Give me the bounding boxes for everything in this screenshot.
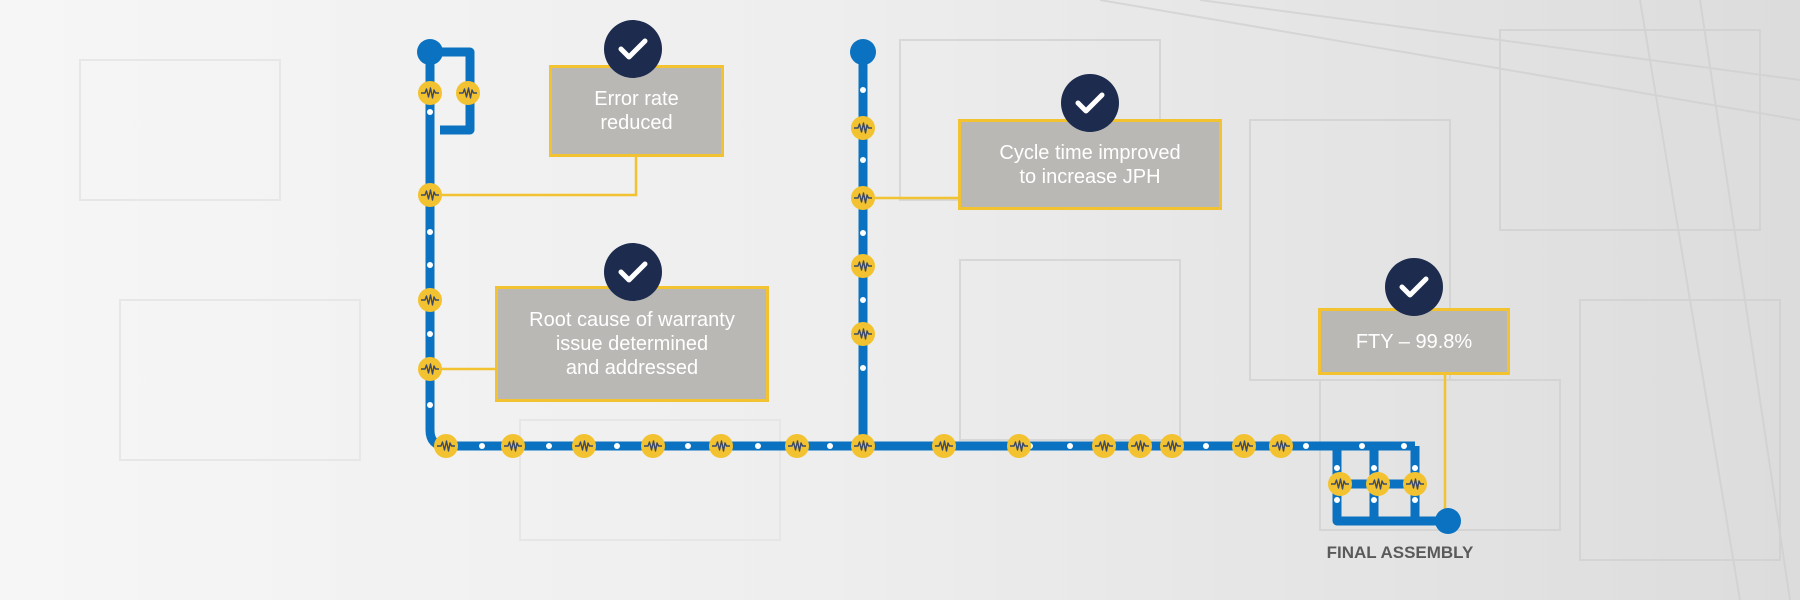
waveform-glyph [1095, 440, 1113, 452]
waveform-glyph [437, 440, 455, 452]
station-endpoint [1435, 508, 1461, 534]
waveform-glyph [1010, 440, 1028, 452]
track-dot [1412, 465, 1418, 471]
track-dot [685, 443, 691, 449]
callout-root-cause: Root cause of warranty issue determined … [495, 286, 769, 402]
waveform-glyph [854, 192, 872, 204]
track-dot [755, 443, 761, 449]
track-dot [1303, 443, 1309, 449]
track-dot [1401, 443, 1407, 449]
waveform-glyph [421, 363, 439, 375]
track-dot [427, 331, 433, 337]
waveform-glyph [575, 440, 593, 452]
track-dot [1334, 465, 1340, 471]
waveform-glyph [1369, 478, 1387, 490]
callout-fty: FTY – 99.8% [1318, 308, 1510, 375]
track-dot [827, 443, 833, 449]
waveform-glyph [421, 189, 439, 201]
waveform-glyph [712, 440, 730, 452]
track-dot [1203, 443, 1209, 449]
waveform-glyph [1272, 440, 1290, 452]
track-dot [1067, 443, 1073, 449]
track-dot [427, 109, 433, 115]
track-dot [1359, 443, 1365, 449]
waveform-glyph [854, 260, 872, 272]
connector-line [430, 157, 638, 197]
waveform-glyph [421, 294, 439, 306]
check-icon [604, 243, 662, 301]
track-dot [1412, 497, 1418, 503]
track-dot [860, 87, 866, 93]
track-dot [546, 443, 552, 449]
waveform-glyph [504, 440, 522, 452]
track-dot [860, 365, 866, 371]
track-dot [1334, 497, 1340, 503]
track-dot [427, 262, 433, 268]
track-dot [1371, 465, 1377, 471]
station-endpoint [850, 39, 876, 65]
check-icon [1061, 74, 1119, 132]
final-assembly-label: FINAL ASSEMBLY [1326, 543, 1474, 562]
callout-cycle-time: Cycle time improved to increase JPH [958, 119, 1222, 210]
waveform-glyph [1331, 478, 1349, 490]
track-dot [860, 157, 866, 163]
waveform-glyph [1131, 440, 1149, 452]
station-endpoint [417, 39, 443, 65]
waveform-glyph [854, 328, 872, 340]
waveform-glyph [644, 440, 662, 452]
track-dot [614, 443, 620, 449]
waveform-glyph [935, 440, 953, 452]
waveform-glyph [854, 440, 872, 452]
callout-error-rate: Error rate reduced [549, 65, 724, 157]
track-dot [860, 230, 866, 236]
track-dot [860, 297, 866, 303]
track-dot [1371, 497, 1377, 503]
waveform-glyph [421, 87, 439, 99]
waveform-glyph [459, 87, 477, 99]
check-icon [1385, 258, 1443, 316]
waveform-glyph [854, 122, 872, 134]
check-icon [604, 20, 662, 78]
track-dot [427, 402, 433, 408]
track-dot [479, 443, 485, 449]
waveform-glyph [1163, 440, 1181, 452]
waveform-glyph [788, 440, 806, 452]
waveform-glyph [1406, 478, 1424, 490]
track-dot [427, 229, 433, 235]
waveform-glyph [1235, 440, 1253, 452]
